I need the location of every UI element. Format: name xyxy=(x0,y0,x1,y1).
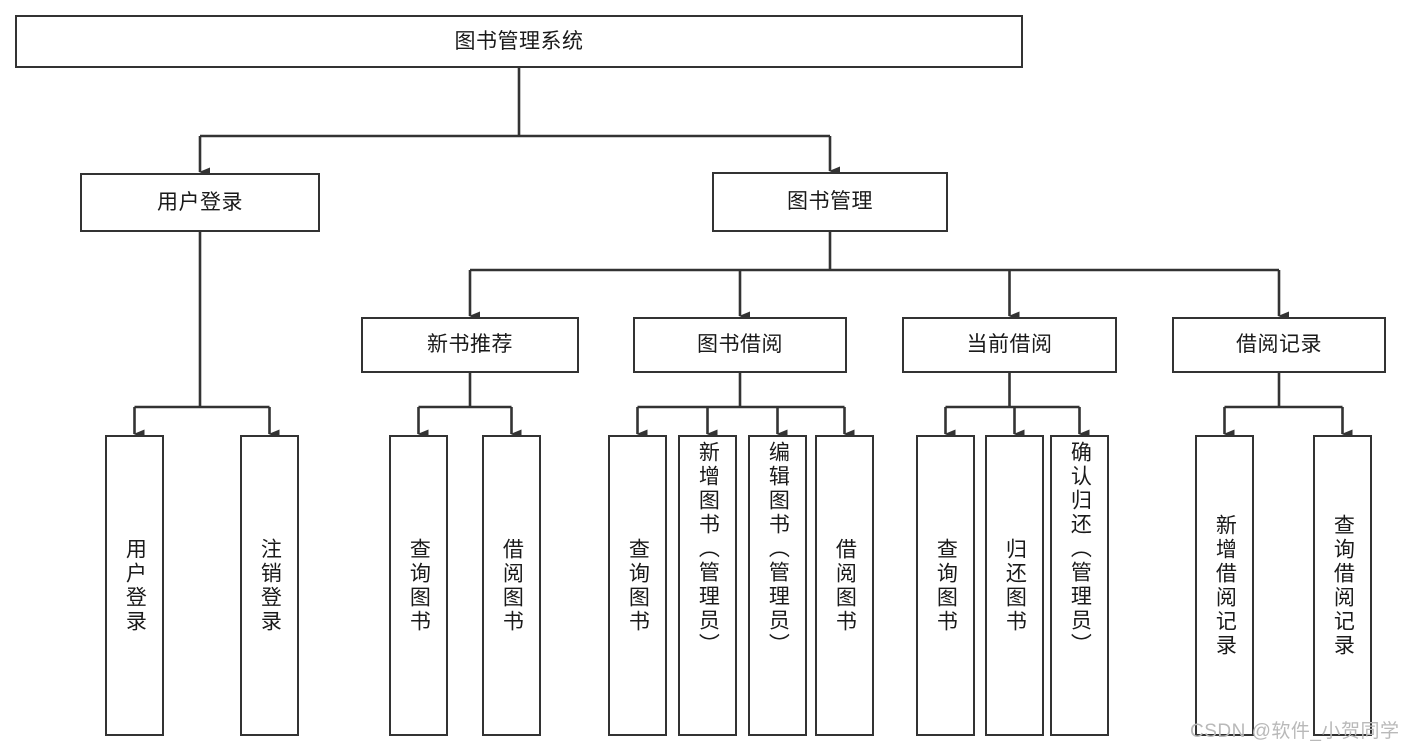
node-book-borrow-label: 图书借阅 xyxy=(697,333,783,357)
watermark: CSDN @软件_小贺同学 xyxy=(1190,721,1400,742)
node-user-login[interactable]: 用户登录 xyxy=(80,173,320,232)
node-leaf-user-login-label: 用户登录 xyxy=(123,537,147,634)
node-current-borrow-label: 当前借阅 xyxy=(966,333,1053,357)
node-leaf-query-book-cur[interactable]: 查询图书 xyxy=(916,435,975,736)
node-root[interactable]: 图书管理系统 xyxy=(15,15,1023,68)
node-leaf-query-record[interactable]: 查询借阅记录 xyxy=(1313,435,1372,736)
node-leaf-add-book[interactable]: 新增图书（管理员） xyxy=(678,435,737,736)
node-leaf-add-book-label: 新增图书（管理员） xyxy=(696,441,720,657)
node-leaf-user-login[interactable]: 用户登录 xyxy=(105,435,164,736)
node-leaf-query-record-label: 查询借阅记录 xyxy=(1331,513,1355,658)
node-leaf-borrow-book-rec-label: 借阅图书 xyxy=(500,537,524,634)
node-leaf-query-book-cur-label: 查询图书 xyxy=(934,537,958,634)
node-book-manage[interactable]: 图书管理 xyxy=(712,172,948,232)
node-leaf-return-book[interactable]: 归还图书 xyxy=(985,435,1044,736)
node-leaf-confirm-return[interactable]: 确认归还（管理员） xyxy=(1050,435,1109,736)
node-leaf-return-book-label: 归还图书 xyxy=(1003,537,1027,634)
node-leaf-confirm-return-label: 确认归还（管理员） xyxy=(1068,441,1092,657)
node-leaf-add-record-label: 新增借阅记录 xyxy=(1213,513,1237,658)
node-current-borrow[interactable]: 当前借阅 xyxy=(902,317,1117,373)
node-book-manage-label: 图书管理 xyxy=(787,190,873,214)
node-leaf-edit-book[interactable]: 编辑图书（管理员） xyxy=(748,435,807,736)
node-user-login-label: 用户登录 xyxy=(157,190,243,214)
node-leaf-borrow-book[interactable]: 借阅图书 xyxy=(815,435,874,736)
node-leaf-edit-book-label: 编辑图书（管理员） xyxy=(766,441,790,657)
node-leaf-query-book-borrow-label: 查询图书 xyxy=(626,537,650,634)
node-borrow-record-label: 借阅记录 xyxy=(1236,333,1322,357)
node-book-borrow[interactable]: 图书借阅 xyxy=(633,317,847,373)
node-borrow-record[interactable]: 借阅记录 xyxy=(1172,317,1386,373)
node-leaf-add-record[interactable]: 新增借阅记录 xyxy=(1195,435,1254,736)
node-leaf-borrow-book-label: 借阅图书 xyxy=(833,537,857,634)
node-root-label: 图书管理系统 xyxy=(454,29,584,53)
node-leaf-query-book-borrow[interactable]: 查询图书 xyxy=(608,435,667,736)
node-new-book-recommend-label: 新书推荐 xyxy=(427,333,513,357)
node-leaf-logout[interactable]: 注销登录 xyxy=(240,435,299,736)
node-leaf-borrow-book-rec[interactable]: 借阅图书 xyxy=(482,435,541,736)
node-leaf-query-book-rec[interactable]: 查询图书 xyxy=(389,435,448,736)
node-leaf-logout-label: 注销登录 xyxy=(258,537,282,634)
node-leaf-query-book-rec-label: 查询图书 xyxy=(407,537,431,634)
node-new-book-recommend[interactable]: 新书推荐 xyxy=(361,317,579,373)
